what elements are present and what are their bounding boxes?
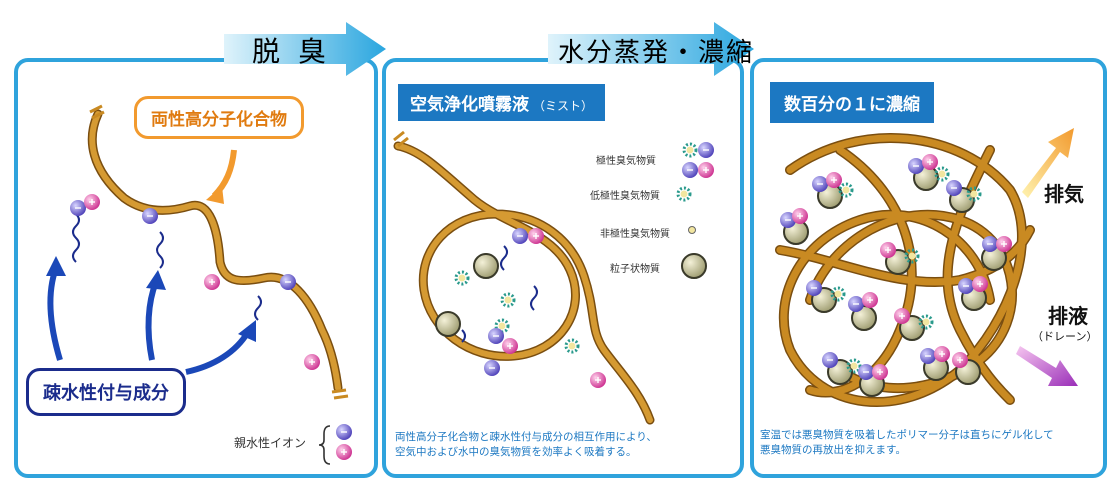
- drain-label: 排液: [1048, 300, 1088, 329]
- hydrophobic-agent-callout: 疎水性付与成分: [26, 368, 186, 416]
- hydrophilic-ion-label: 親水性イオン: [234, 434, 306, 451]
- mist-header: 空気浄化噴霧液 （ミスト）: [398, 84, 605, 121]
- concentration-caption-line-2: 悪臭物質の再放出を抑えます。: [760, 443, 1100, 458]
- mist-caption: 両性高分子化合物と疎水性付与成分の相互作用により、 空気中および水中の臭気物質を…: [395, 430, 735, 460]
- mist-caption-line-1: 両性高分子化合物と疎水性付与成分の相互作用により、: [395, 430, 735, 445]
- concentration-caption-line-1: 室温では悪臭物質を吸着したポリマー分子は直ちにゲル化して: [760, 428, 1100, 443]
- drain-sub-label: （ドレーン）: [1032, 328, 1097, 344]
- concentration-caption: 室温では悪臭物質を吸着したポリマー分子は直ちにゲル化して 悪臭物質の再放出を抑え…: [760, 428, 1100, 458]
- concentration-header: 数百分の１に濃縮: [770, 82, 934, 123]
- legend-particulate: 粒子状物質: [610, 260, 660, 275]
- amphiphilic-polymer-callout: 両性高分子化合物: [134, 96, 304, 139]
- mist-header-sub: （ミスト）: [533, 99, 593, 113]
- mist-caption-line-2: 空気中および水中の臭気物質を効率よく吸着する。: [395, 445, 735, 460]
- legend-low-polar-odor: 低極性臭気物質: [590, 187, 660, 202]
- legend-polar-odor: 極性臭気物質: [596, 152, 656, 167]
- legend-nonpolar-odor: 非極性臭気物質: [600, 225, 670, 240]
- mist-header-text: 空気浄化噴霧液: [410, 95, 529, 115]
- exhaust-label: 排気: [1044, 178, 1084, 207]
